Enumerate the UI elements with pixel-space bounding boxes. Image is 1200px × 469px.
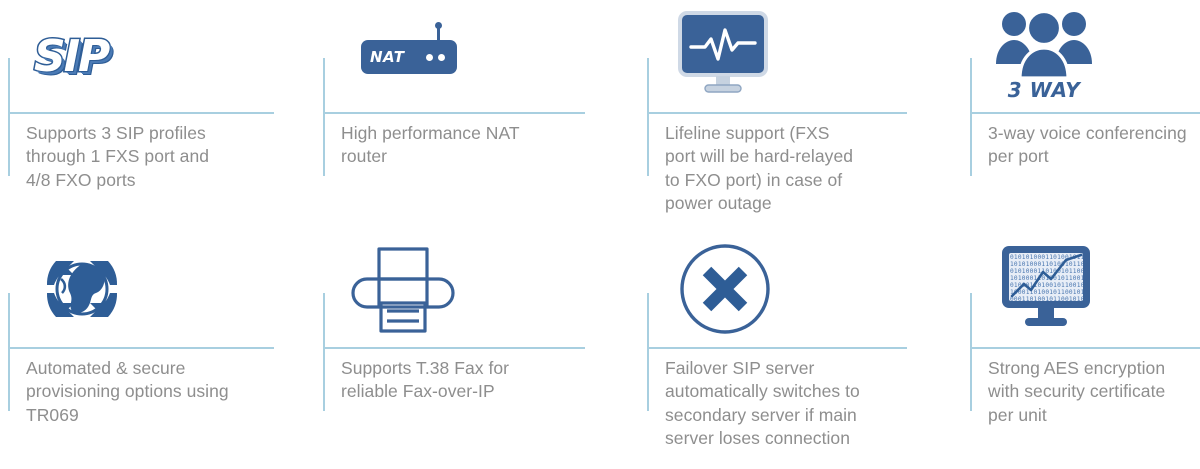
accent-horizontal-rule <box>323 112 585 114</box>
accent-vertical-rule <box>8 58 10 176</box>
icon-zone <box>663 0 953 108</box>
nat-antenna-icon <box>435 22 442 42</box>
nat-router-body: NAT <box>361 40 457 74</box>
feature-cell-sip: SIP Supports 3 SIP profiles through 1 FX… <box>8 0 318 234</box>
globe-refresh-icon <box>46 261 118 317</box>
icon-zone <box>339 235 629 343</box>
svg-text:100011010010110010100: 100011010010110010100 <box>1010 289 1093 296</box>
monitor-binary-chart-icon: 010101000110100101100 101010001101001011… <box>1002 246 1093 326</box>
accent-horizontal-rule <box>8 347 274 349</box>
svg-text:101010001101001011001: 101010001101001011001 <box>1010 261 1093 268</box>
svg-text:010001101001011001010: 010001101001011001010 <box>1010 282 1093 289</box>
circle-x-icon <box>680 244 770 334</box>
three-way-label: 3 WAY <box>1007 78 1081 102</box>
icon-zone: NAT <box>339 0 629 108</box>
svg-text:000110100101100101000: 000110100101100101000 <box>1010 296 1093 303</box>
accent-horizontal-rule <box>647 112 907 114</box>
icon-zone: 010101000110100101100 101010001101001011… <box>986 235 1200 343</box>
accent-horizontal-rule <box>647 347 907 349</box>
nat-led-dots <box>426 53 445 61</box>
icon-zone <box>663 235 953 343</box>
feature-cell-provisioning: Automated & secure provisioning options … <box>8 235 318 469</box>
feature-text: 3-way voice conferencing per port <box>988 123 1187 167</box>
three-people-icon <box>996 9 1092 80</box>
feature-cell-failover: Failover SIP server automatically switch… <box>647 235 959 469</box>
feature-cell-fax: Supports T.38 Fax for reliable Fax-over-… <box>323 235 635 469</box>
accent-vertical-rule <box>647 58 649 176</box>
accent-horizontal-rule <box>8 112 274 114</box>
feature-text: Strong AES encryption with security cert… <box>988 358 1166 425</box>
feature-cell-encryption: 010101000110100101100 101010001101001011… <box>970 235 1200 469</box>
feature-text: Supports 3 SIP profiles through 1 FXS po… <box>26 123 210 190</box>
feature-row-1: SIP Supports 3 SIP profiles through 1 FX… <box>0 0 1200 234</box>
feature-cell-lifeline: Lifeline support (FXS port will be hard-… <box>647 0 959 234</box>
icon-zone: 3 WAY <box>986 0 1200 108</box>
icon-zone <box>24 235 314 343</box>
accent-vertical-rule <box>970 58 972 176</box>
accent-horizontal-rule <box>323 347 585 349</box>
feature-cell-three-way: 3 WAY 3-way voice conferencing per port <box>970 0 1200 234</box>
feature-text: Failover SIP server automatically switch… <box>665 358 860 448</box>
accent-vertical-rule <box>323 293 325 411</box>
accent-vertical-rule <box>647 293 649 411</box>
nat-router-label: NAT <box>370 48 405 66</box>
accent-horizontal-rule <box>970 347 1200 349</box>
svg-text:101000110100101100101: 101000110100101100101 <box>1010 275 1093 282</box>
feature-cell-nat: NAT High performance NAT router <box>323 0 635 234</box>
nat-router-icon: NAT <box>361 22 457 74</box>
feature-text: Lifeline support (FXS port will be hard-… <box>665 123 854 213</box>
accent-horizontal-rule <box>970 112 1200 114</box>
accent-vertical-rule <box>323 58 325 176</box>
feature-row-2: Automated & secure provisioning options … <box>0 235 1200 469</box>
sip-wordmark-icon: SIP <box>32 29 111 83</box>
feature-text: Supports T.38 Fax for reliable Fax-over-… <box>341 358 510 402</box>
feature-text: Automated & secure provisioning options … <box>26 358 229 425</box>
icon-zone: SIP <box>24 0 314 108</box>
feature-text: High performance NAT router <box>341 123 520 167</box>
svg-text:010100011010010110010: 010100011010010110010 <box>1010 268 1093 275</box>
svg-text:010101000110100101100: 010101000110100101100 <box>1010 254 1093 261</box>
accent-vertical-rule <box>970 293 972 411</box>
accent-vertical-rule <box>8 293 10 411</box>
fax-printer-icon <box>351 247 455 333</box>
monitor-heartbeat-icon <box>678 11 768 93</box>
